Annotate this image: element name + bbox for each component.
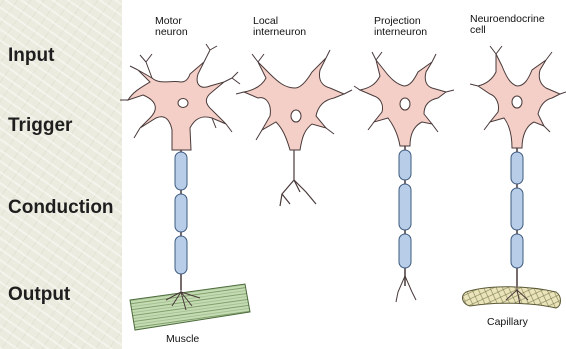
motor-neuron-myelin-1 [175,152,187,190]
capillary [463,287,561,308]
motor-neuron [120,44,240,290]
local-interneuron-nucleus [291,110,301,122]
projection-interneuron-nucleus [400,98,410,110]
projection-interneuron-terminals [396,276,416,302]
projection-interneuron-myelin-2 [399,184,411,230]
projection-interneuron-myelin-3 [399,234,411,268]
projection-interneuron [354,52,454,302]
neuroendocrine-cell-nucleus [512,96,522,108]
neuroendocrine-cell-myelin-3 [511,234,523,268]
motor-neuron-body [128,62,226,150]
neuroendocrine-cell-myelin-1 [511,152,523,184]
local-interneuron-body [244,58,344,150]
muscle-label: Muscle [166,333,199,345]
muscle-fiber [130,284,250,330]
motor-neuron-nucleus [178,99,188,108]
neuroendocrine-cell-myelin-2 [511,188,523,230]
local-interneuron-axon [280,150,316,206]
projection-interneuron-myelin-1 [399,150,411,180]
motor-neuron-myelin-3 [175,236,187,274]
motor-neuron-myelin-2 [175,194,187,232]
local-interneuron [236,50,352,206]
neuroendocrine-cell [470,46,566,286]
capillary-label: Capillary [487,316,528,328]
